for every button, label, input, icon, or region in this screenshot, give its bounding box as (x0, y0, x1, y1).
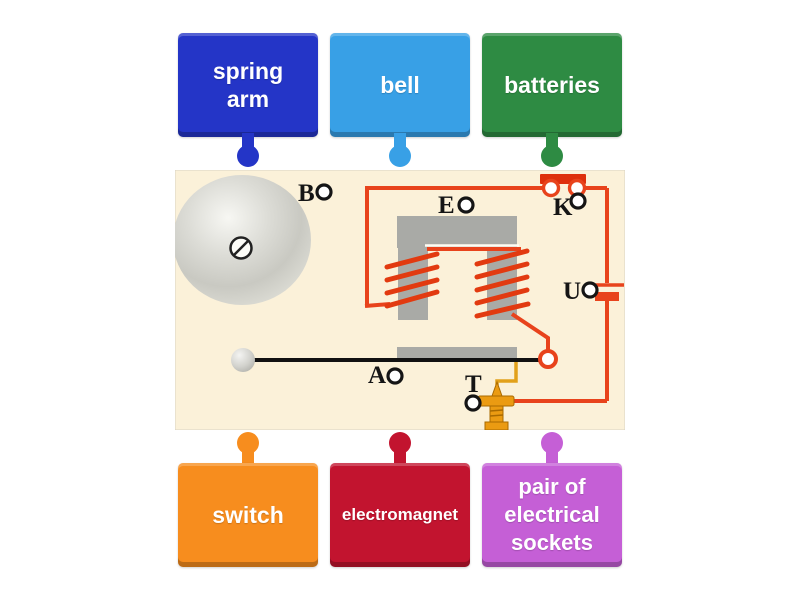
label-A: A (368, 362, 386, 389)
card-face[interactable]: batteries (482, 33, 622, 137)
answer-dot-B[interactable] (315, 183, 333, 201)
card-face[interactable]: pair of electrical sockets (482, 463, 622, 567)
answer-dot-T[interactable] (464, 394, 482, 412)
label-U: U (563, 278, 581, 305)
hammer-ball (231, 348, 255, 372)
left-coil (384, 251, 440, 309)
card-face[interactable]: electromagnet (330, 463, 470, 567)
label-B: B (298, 180, 315, 207)
card-label: pair of electrical sockets (504, 474, 600, 555)
answer-dot-E[interactable] (457, 196, 475, 214)
card-bell[interactable]: bell (330, 33, 470, 168)
pin-stem (546, 447, 558, 467)
pin-stem (394, 447, 406, 467)
card-electromagnet[interactable]: electromagnet (330, 432, 470, 567)
card-batteries[interactable]: batteries (482, 33, 622, 168)
battery-short-plate (595, 292, 619, 301)
card-face[interactable]: bell (330, 33, 470, 137)
arm-contact-ring (538, 349, 558, 369)
label-E: E (438, 192, 455, 219)
bell-screw-slot (233, 240, 249, 256)
answer-dot-U[interactable] (581, 281, 599, 299)
pin-stem (242, 447, 254, 467)
card-face[interactable]: spring arm (178, 33, 318, 137)
card-label: electromagnet (341, 504, 459, 524)
wire-left-top (365, 186, 543, 307)
card-switch[interactable]: switch (178, 432, 318, 567)
card-spring-arm[interactable]: spring arm (178, 33, 318, 168)
card-label: spring arm (212, 57, 284, 112)
pin-circle[interactable] (237, 145, 259, 167)
card-pair-of-electrical-sockets[interactable]: pair of electrical sockets (482, 432, 622, 567)
pin-circle[interactable] (389, 145, 411, 167)
right-coil (474, 248, 531, 319)
switch-contact-left (541, 178, 561, 198)
electric-bell-diagram: B E K U A T (175, 170, 625, 430)
wire-coil-to-ring (510, 312, 550, 350)
card-label: batteries (504, 71, 600, 98)
label-T: T (465, 371, 482, 398)
contact-screw (477, 380, 515, 430)
card-label: bell (380, 71, 420, 98)
label-K: K (553, 194, 573, 221)
core-top-bar (397, 216, 517, 248)
card-label: switch (212, 501, 284, 528)
pin-circle[interactable] (541, 145, 563, 167)
answer-dot-K[interactable] (569, 192, 587, 210)
card-face[interactable]: switch (178, 463, 318, 567)
armature (397, 347, 517, 360)
answer-dot-A[interactable] (386, 367, 404, 385)
